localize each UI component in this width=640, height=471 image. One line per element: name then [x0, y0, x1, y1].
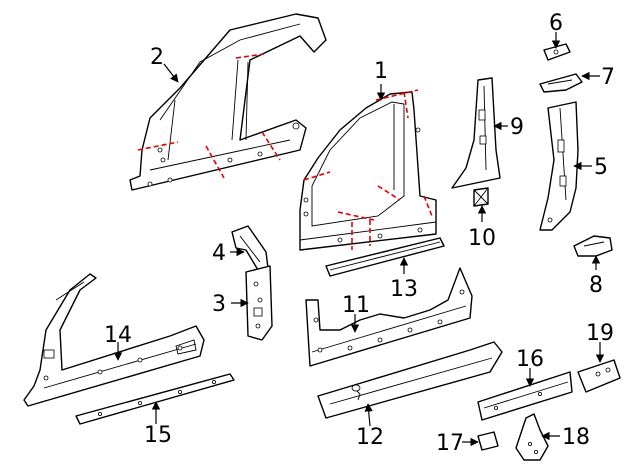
callout-15: 15 — [144, 423, 172, 448]
part-15-sill-strip — [75, 373, 235, 425]
part-10-plate — [473, 187, 489, 207]
callout-17: 17 — [436, 431, 464, 456]
callout-13: 13 — [390, 277, 418, 302]
part-12-rocker-outer — [317, 341, 503, 419]
callout-2: 2 — [150, 45, 164, 70]
cut-line — [137, 141, 179, 151]
cut-line — [235, 53, 265, 59]
part-9-pillar-reinforcement — [451, 77, 501, 189]
leader-lines — [113, 32, 605, 447]
part-13-rocker-strip — [325, 237, 445, 277]
part-8-bracket — [573, 235, 613, 257]
part-14-lower-frame — [23, 273, 205, 407]
callout-4: 4 — [212, 241, 226, 266]
callout-19: 19 — [586, 321, 614, 346]
part-7-bracket — [539, 73, 583, 93]
cut-line — [303, 171, 331, 181]
cut-line — [261, 131, 281, 161]
callout-1: 1 — [374, 59, 388, 84]
callout-5: 5 — [594, 155, 608, 180]
callout-16: 16 — [516, 347, 544, 372]
part-3-lower-panel — [245, 265, 273, 341]
part-4-reinforcement — [231, 225, 269, 271]
callout-10: 10 — [468, 226, 496, 251]
callout-3: 3 — [212, 292, 226, 317]
callout-18: 18 — [562, 425, 590, 450]
callout-12: 12 — [356, 425, 384, 450]
part-16-rear-extension — [477, 371, 573, 421]
cut-line — [403, 91, 409, 119]
part-6-bracket — [543, 43, 571, 61]
part-18-gusset — [515, 413, 549, 461]
part-1-inner-frame — [299, 89, 437, 251]
part-11-rocker-inner — [305, 267, 473, 367]
part-17-clip — [477, 431, 499, 451]
part-2-upper-frame — [129, 13, 327, 191]
cut-line — [375, 89, 419, 101]
callout-11: 11 — [342, 293, 370, 318]
callout-6: 6 — [549, 11, 563, 36]
cut-line — [377, 185, 401, 201]
cut-line — [337, 211, 375, 221]
callout-7: 7 — [601, 65, 615, 90]
cut-line — [423, 195, 433, 217]
callout-labels: 1 2 3 4 5 6 7 8 9 10 11 12 13 14 15 16 1… — [104, 11, 615, 456]
callout-9: 9 — [510, 115, 524, 140]
callout-8: 8 — [589, 273, 603, 298]
cut-line — [205, 145, 225, 179]
part-19-rear-bracket — [577, 359, 621, 393]
part-5-pillar-outer — [539, 101, 579, 231]
callout-14: 14 — [104, 323, 132, 348]
